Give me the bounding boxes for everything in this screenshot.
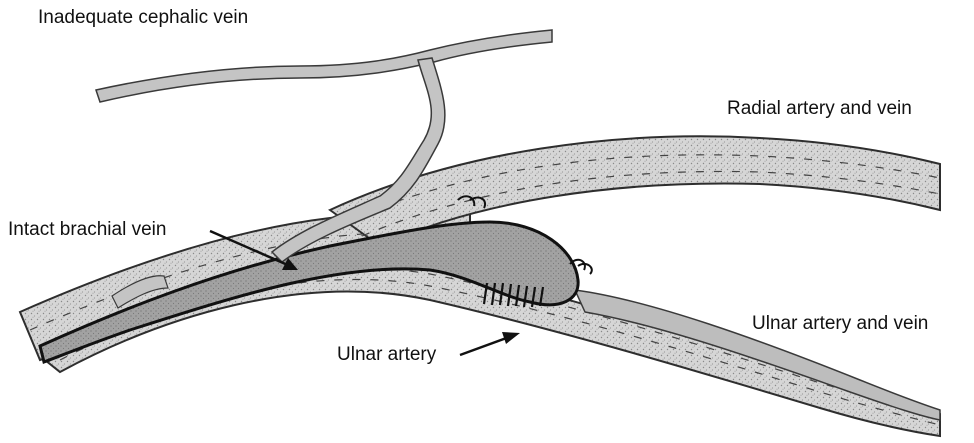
ulnar-artery-vein-label: Ulnar artery and vein	[752, 314, 928, 333]
cephalic-vein-label: Inadequate cephalic vein	[38, 8, 248, 27]
ulnar-artery-label: Ulnar artery	[337, 345, 436, 364]
radial-artery-vein-label: Radial artery and vein	[727, 99, 912, 118]
ulnar-vein-vessel	[575, 290, 940, 420]
brachial-vein-label: Intact brachial vein	[8, 220, 166, 239]
ulnar-artery-arrow	[460, 336, 512, 355]
